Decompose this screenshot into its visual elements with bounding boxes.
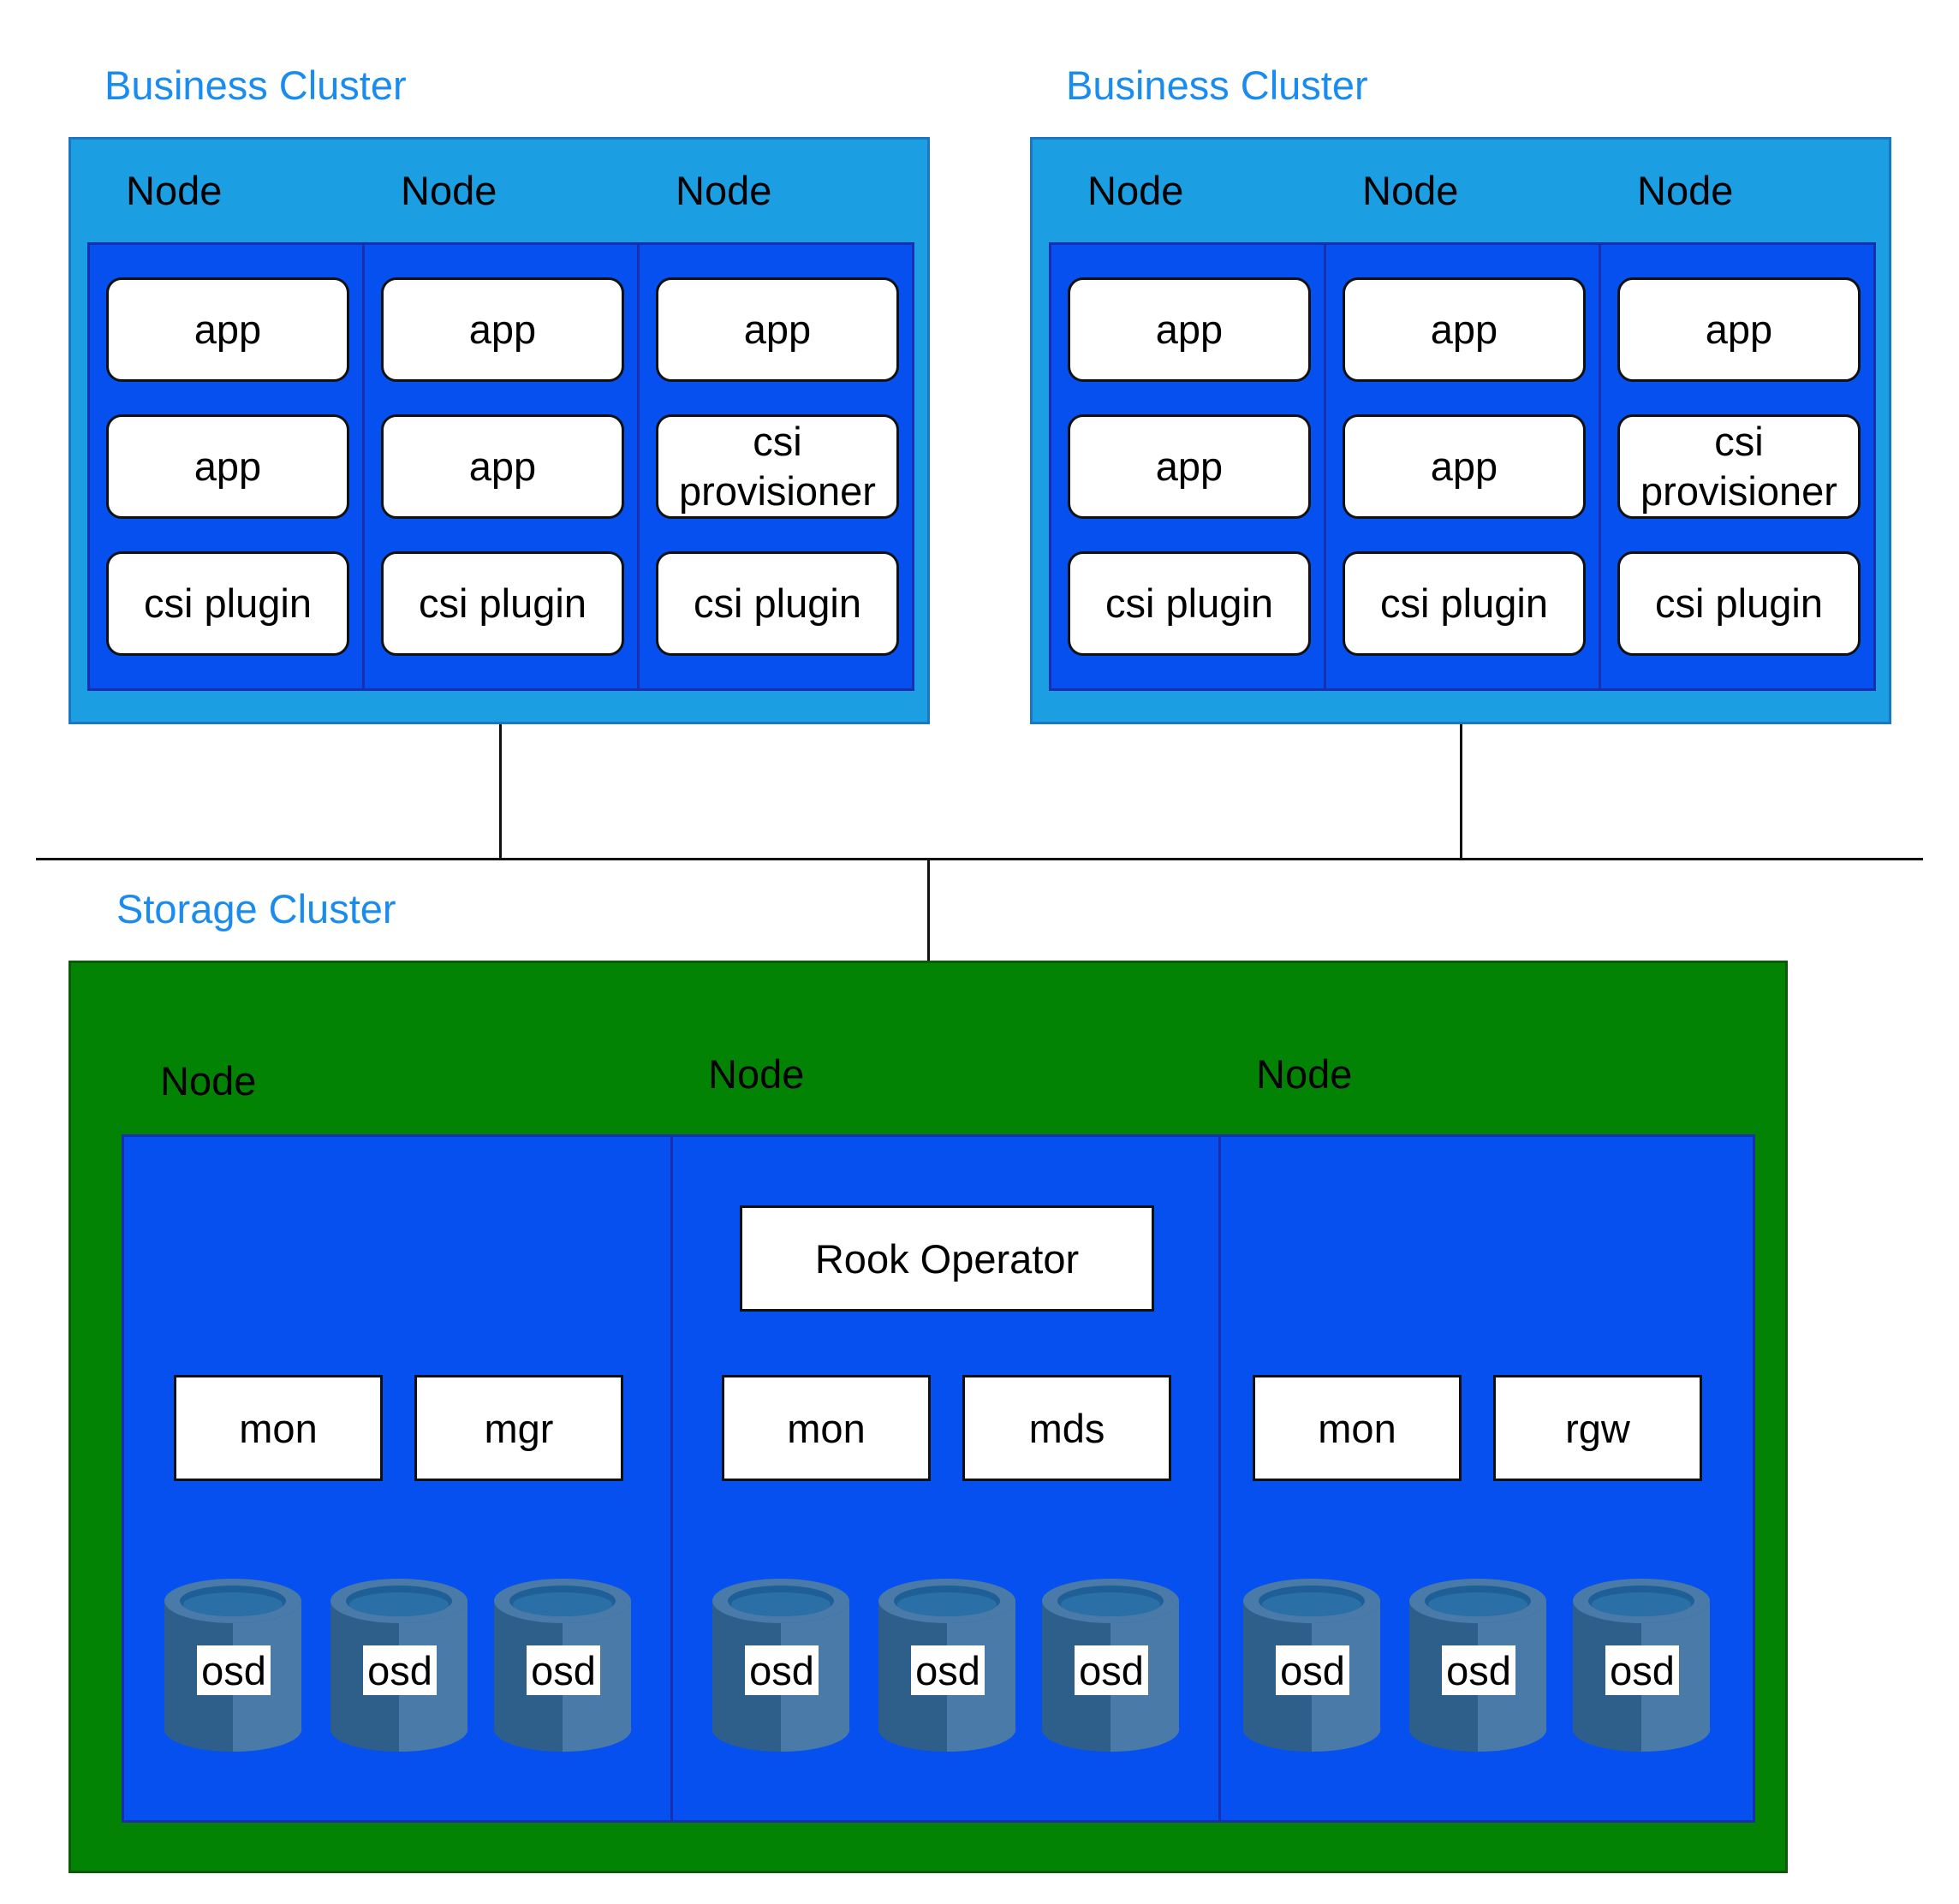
business-cluster-2-title: Business Cluster — [1066, 62, 1368, 108]
osd-label: osd — [363, 1645, 437, 1695]
network-bus-line — [36, 858, 1923, 860]
storage-cluster: Node Node Node mon mgr osd osd osd Rook … — [68, 961, 1788, 1873]
csi-plugin-pod: csi plugin — [106, 551, 349, 656]
storage-node: mon mgr osd osd osd — [122, 1134, 673, 1823]
node-label: Node — [160, 1058, 257, 1104]
mon-daemon: mon — [1253, 1375, 1462, 1481]
node-label: Node — [1256, 1051, 1353, 1097]
mon-daemon: mon — [722, 1375, 931, 1481]
app-pod: app — [1068, 414, 1311, 519]
storage-cluster-title: Storage Cluster — [116, 886, 396, 931]
osd-disk: osd — [1241, 1575, 1382, 1755]
app-pod: app — [1343, 277, 1586, 382]
osd-disk: osd — [711, 1575, 851, 1755]
osd-disk: osd — [1571, 1575, 1712, 1755]
csi-plugin-pod: csi plugin — [1068, 551, 1311, 656]
app-pod: app — [1617, 277, 1861, 382]
cluster-1-uplink — [499, 724, 502, 860]
cluster-2-uplink — [1460, 724, 1462, 860]
node: app app csi plugin — [362, 242, 640, 691]
node: app csi provisioner csi plugin — [1599, 242, 1876, 691]
node-label: Node — [1087, 168, 1184, 213]
osd-label: osd — [1276, 1645, 1349, 1695]
business-cluster-2: Node Node Node app app csi plugin app ap… — [1030, 137, 1891, 724]
osd-disk: osd — [877, 1575, 1017, 1755]
osd-label: osd — [745, 1645, 819, 1695]
csi-provisioner-pod: csi provisioner — [656, 414, 899, 519]
node: app app csi plugin — [87, 242, 365, 691]
osd-disk: osd — [163, 1575, 303, 1755]
node-label: Node — [401, 168, 497, 213]
storage-node: mon rgw osd osd osd — [1218, 1134, 1755, 1823]
csi-plugin-pod: csi plugin — [1343, 551, 1586, 656]
storage-node: Rook Operator mon mds osd osd osd — [670, 1134, 1221, 1823]
osd-label: osd — [1605, 1645, 1679, 1695]
node-label: Node — [126, 168, 223, 213]
node-label: Node — [676, 168, 772, 213]
rook-operator: Rook Operator — [740, 1205, 1154, 1312]
node-label: Node — [708, 1051, 805, 1097]
app-pod: app — [381, 277, 624, 382]
mon-daemon: mon — [174, 1375, 383, 1481]
osd-disk: osd — [492, 1575, 633, 1755]
storage-uplink — [927, 858, 930, 962]
app-pod: app — [656, 277, 899, 382]
osd-label: osd — [1442, 1645, 1515, 1695]
osd-label: osd — [527, 1645, 600, 1695]
osd-label: osd — [197, 1645, 271, 1695]
osd-disk: osd — [1040, 1575, 1181, 1755]
node: app csi provisioner csi plugin — [637, 242, 914, 691]
osd-label: osd — [1075, 1645, 1148, 1695]
app-pod: app — [106, 277, 349, 382]
csi-plugin-pod: csi plugin — [381, 551, 624, 656]
node-label: Node — [1637, 168, 1734, 213]
mds-daemon: mds — [962, 1375, 1171, 1481]
rgw-daemon: rgw — [1493, 1375, 1702, 1481]
mgr-daemon: mgr — [414, 1375, 623, 1481]
app-pod: app — [381, 414, 624, 519]
csi-plugin-pod: csi plugin — [656, 551, 899, 656]
node: app app csi plugin — [1049, 242, 1326, 691]
node: app app csi plugin — [1324, 242, 1601, 691]
app-pod: app — [1068, 277, 1311, 382]
app-pod: app — [1343, 414, 1586, 519]
osd-disk: osd — [329, 1575, 469, 1755]
app-pod: app — [106, 414, 349, 519]
business-cluster-1: Node Node Node app app csi plugin app ap… — [68, 137, 930, 724]
csi-plugin-pod: csi plugin — [1617, 551, 1861, 656]
business-cluster-1-title: Business Cluster — [104, 62, 407, 108]
csi-provisioner-pod: csi provisioner — [1617, 414, 1861, 519]
osd-label: osd — [911, 1645, 985, 1695]
node-label: Node — [1362, 168, 1459, 213]
osd-disk: osd — [1408, 1575, 1548, 1755]
